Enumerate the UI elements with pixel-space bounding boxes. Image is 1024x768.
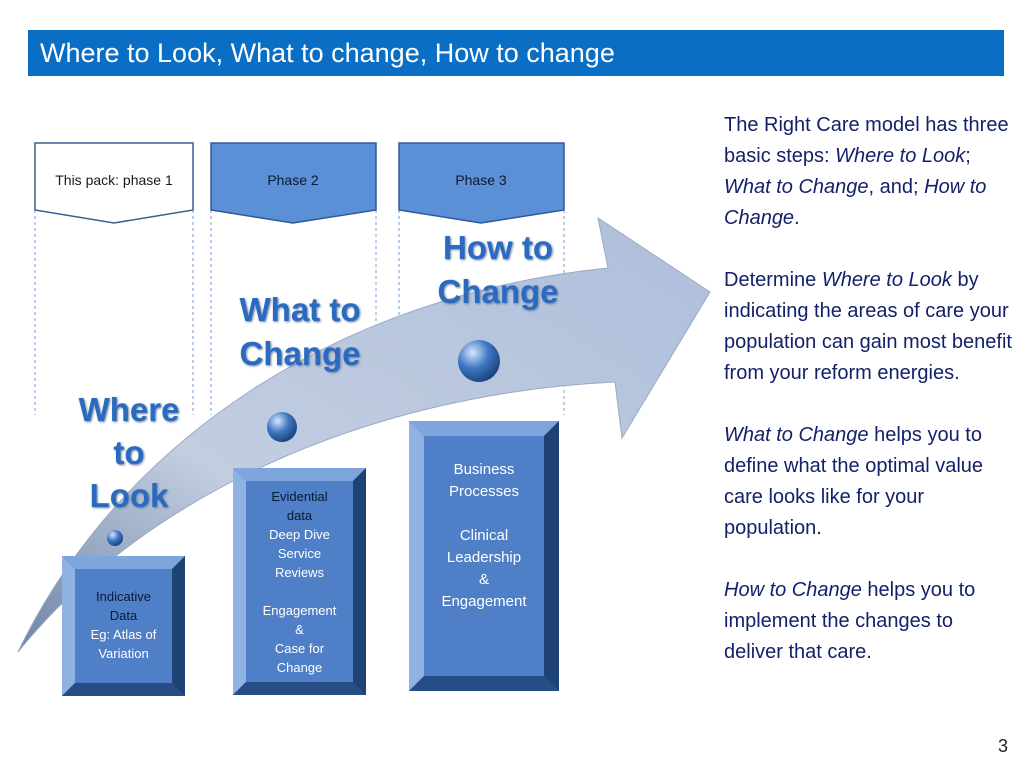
text-run: The Right Care model has three basic ste… [724,114,1009,167]
phase-1-label: This pack: phase 1 [55,172,173,188]
text-run: How to Change [724,176,987,229]
explanation-para-1: The Right Care model has three basic ste… [724,110,1014,234]
step-how-to-change: How to Change [420,226,576,314]
step-what-to-change: What to Change Change [222,288,378,376]
phase-2-header [210,142,377,224]
text-run: Where to Look [821,269,952,291]
explanation-para-4: How to Change helps you to implement the… [724,575,1014,668]
box-business-processes [409,421,559,691]
text-run: Where to Look [835,145,966,167]
box-evidential-data [233,468,366,695]
step-how-line1: How to [443,229,553,266]
page-number: 3 [997,736,1008,756]
box-1-line: Eg: Atlas of [90,627,157,642]
text-run: helps you to implement the changes to de… [724,579,976,663]
explanation-text: The Right Care model has three basic ste… [724,110,1014,699]
text-run: Determine [724,269,822,291]
box-1-line: Data [109,608,138,623]
text-run: . [794,207,800,229]
box-2-line: Change [276,660,323,675]
box-3-text: Business Processes Clinical Leadership &… [424,459,544,613]
text-run: How to Change [724,579,862,601]
step-where-line2: to [113,434,145,471]
text-run: helps you to define what the optimal val… [724,424,984,539]
text-run: , and; [868,176,925,198]
step-what-line1: What to [239,291,361,328]
box-2-line: Reviews [274,565,325,580]
what-dot [267,412,297,442]
step-where-to-look: Where to Look [62,388,196,517]
text-run: What to Change [724,176,869,198]
box-2-line: Case for [274,641,325,656]
phase-3-header [398,142,565,224]
explanation-para-2: Determine Where to Look by indicating th… [724,265,1014,389]
how-dot [458,340,500,382]
box-3-line: Clinical [459,527,509,544]
phase-2-label: Phase 2 [267,172,319,188]
box-3-line: & [478,571,489,588]
box-1-line: Indicative [96,589,151,604]
slide-title: Where to Look, What to change, How to ch… [28,30,1004,76]
box-2-line: data [286,508,313,523]
box-3-line: Processes [448,483,520,500]
box-2-text: Evidential data Deep Dive Service Review… [246,487,353,677]
box-2-line: Service [277,546,322,561]
step-where-line3: Look [89,477,169,514]
text-run: ; [965,145,971,167]
progress-arrow [17,216,711,653]
step-where-line1: Where [78,391,180,428]
box-3-line: Business [453,461,515,478]
box-2-line: Deep Dive [269,527,330,542]
step-how-line2: Change [437,273,559,310]
box-2-line: Evidential [271,489,328,504]
explanation-para-3: What to Change helps you to define what … [724,420,1014,544]
box-indicative-data [62,556,185,696]
text-run: by indicating the areas of care your pop… [724,269,1012,384]
phase-3-label: Phase 3 [455,172,507,188]
box-1-text: Indicative Data Eg: Atlas of Variation [75,587,172,663]
phase-1-header [34,142,194,224]
box-1-line: Variation [98,646,149,661]
box-3-line: Leadership [446,549,522,566]
box-2-line: & [295,622,304,637]
look-dot [107,530,123,546]
box-3-line: Engagement [441,593,527,610]
text-run: What to Change [724,424,869,446]
step-what-line2: Change [239,335,361,372]
box-2-line: Engagement [262,603,337,618]
